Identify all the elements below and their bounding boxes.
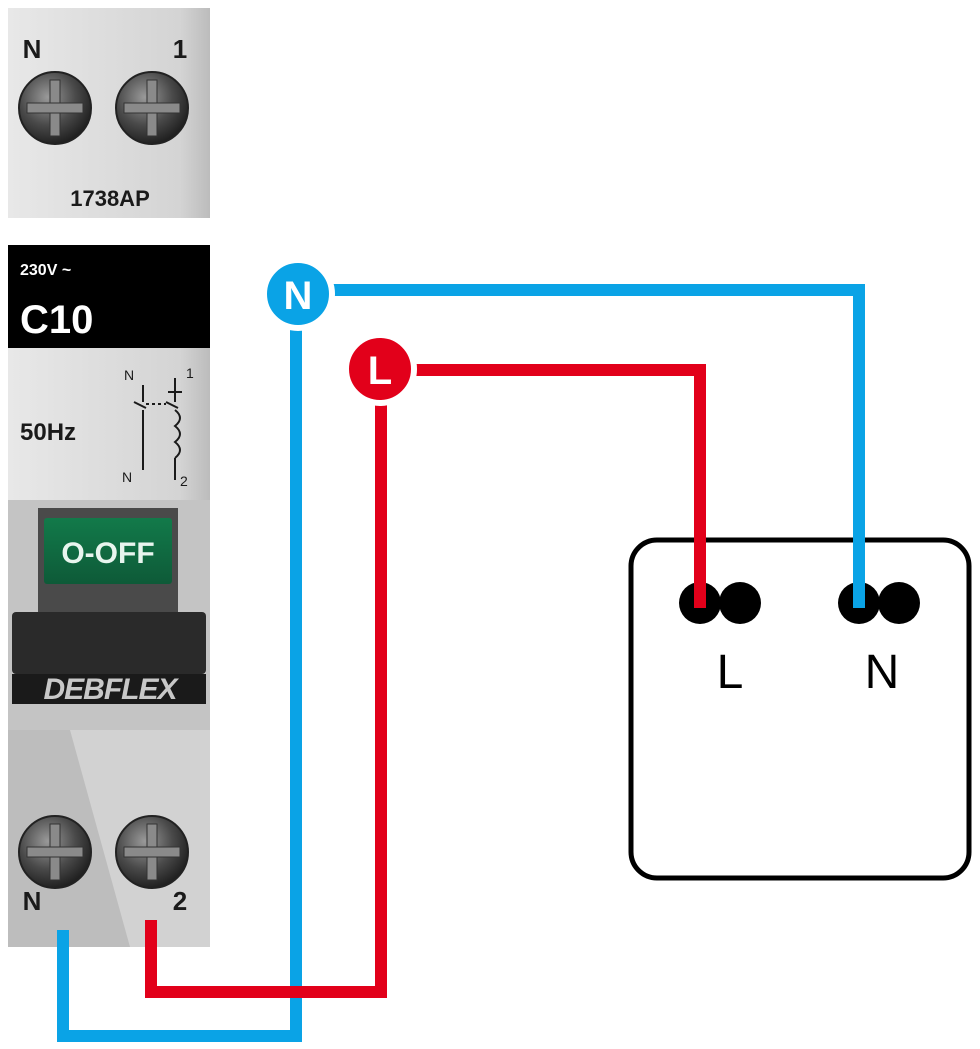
load-terminal-label: L — [717, 646, 744, 699]
toggle-switch[interactable] — [44, 518, 172, 584]
screw-icon — [18, 71, 92, 145]
schematic-label: 2 — [180, 473, 188, 489]
switch-state-label: O-OFF — [61, 537, 154, 570]
neutral-wire — [57, 284, 865, 1042]
neutral-badge: N — [261, 257, 335, 331]
bottom-terminal-label-right: 2 — [173, 886, 187, 916]
rating-panel — [8, 245, 210, 348]
top-terminal-label-right: 1 — [173, 34, 187, 64]
schematic-label: N — [124, 367, 134, 383]
neutral-badge-label: N — [284, 274, 313, 318]
top-terminal-label-left: N — [23, 34, 42, 64]
live-wire — [145, 364, 706, 998]
load-terminal-l: L — [679, 560, 761, 699]
screw-icon — [115, 71, 189, 145]
bottom-terminal-label-left: N — [23, 886, 42, 916]
model-label: 1738AP — [70, 186, 150, 211]
screw-icon — [115, 815, 189, 889]
breaker-schematic-icon — [133, 378, 182, 480]
load-terminal-label: N — [865, 646, 900, 699]
live-badge: L — [343, 332, 417, 406]
screw-icon — [18, 815, 92, 889]
live-badge-label: L — [368, 349, 392, 393]
frequency-label: 50Hz — [20, 419, 76, 446]
brand-logo: DEBFLEX — [43, 673, 179, 706]
voltage-label: 230V ~ — [20, 262, 71, 279]
schematic-label: N — [122, 469, 132, 485]
rating-label: C10 — [20, 298, 93, 342]
circuit-breaker: 230V ~ C10 50Hz N 1 N 2 O-OFF DEBFLEX — [8, 245, 210, 947]
schematic-label: 1 — [186, 365, 194, 381]
top-terminal-block: N 1 1738AP — [8, 8, 210, 218]
load-box — [628, 537, 972, 881]
load-terminal-n: N — [838, 560, 920, 699]
